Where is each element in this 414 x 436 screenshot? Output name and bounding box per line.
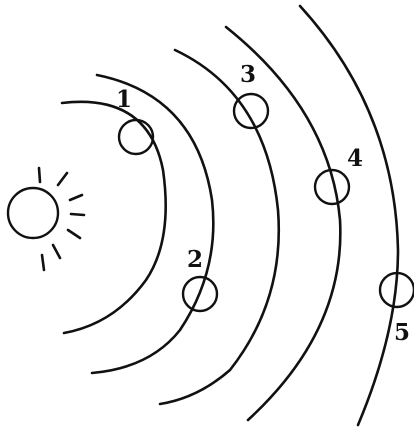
sun-ray <box>39 168 40 182</box>
planet-2-label: 2 <box>187 246 203 273</box>
sun-ray <box>58 173 67 185</box>
planet-3 <box>234 94 268 128</box>
planet-1-label: 1 <box>116 86 132 113</box>
sun-ray <box>42 255 44 270</box>
sun-ray <box>71 214 84 215</box>
orbit-3 <box>160 50 279 404</box>
orbit-2 <box>92 75 213 373</box>
sun-ray <box>68 230 80 238</box>
orbit-1 <box>62 102 166 333</box>
planet-5-label: 5 <box>394 319 410 346</box>
sun-ray <box>70 195 82 200</box>
planet-4-label: 4 <box>347 145 363 172</box>
orbit-5 <box>300 6 398 425</box>
sun-icon <box>8 168 84 270</box>
planet-1 <box>119 120 153 154</box>
sun-ray <box>53 245 60 258</box>
sun-disc <box>8 188 58 238</box>
planet-3-label: 3 <box>240 61 256 88</box>
